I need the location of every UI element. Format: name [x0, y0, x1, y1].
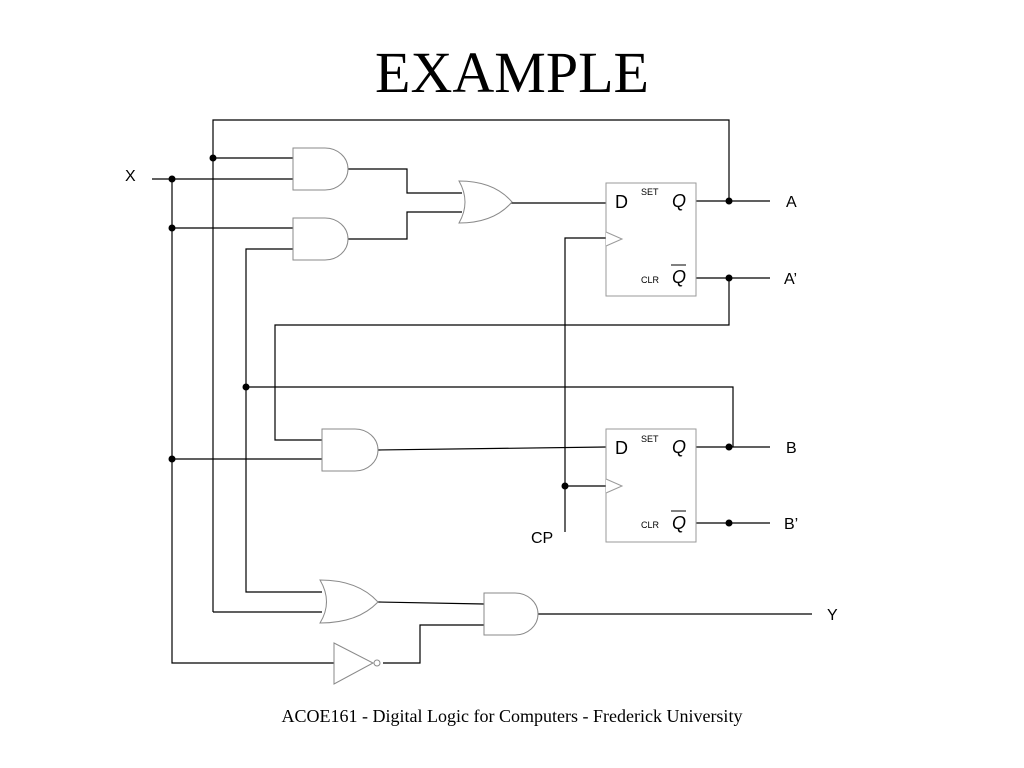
circuit-diagram: D SET Q CLR Q D SET Q CLR Q X A A’ B B’ … — [125, 119, 838, 685]
ff-a-q-label: Q — [672, 191, 686, 211]
output-a-not-label: A’ — [784, 271, 797, 288]
ff-b-q-label: Q — [672, 437, 686, 457]
and-gate-3 — [321, 428, 379, 472]
or-gate-1 — [458, 180, 513, 224]
ff-a-clr-label: CLR — [641, 275, 660, 285]
input-x-label: X — [125, 168, 136, 185]
output-b-not-label: B’ — [784, 516, 798, 533]
output-a-label: A — [786, 194, 797, 211]
ff-b-clr-label: CLR — [641, 520, 660, 530]
or-gate-2 — [319, 579, 379, 624]
junction-dots — [168, 154, 733, 527]
and-gate-1 — [292, 147, 349, 191]
slide-title: EXAMPLE — [375, 40, 649, 105]
flipflop-b: D SET Q CLR Q — [605, 428, 697, 543]
slide-footer: ACOE161 - Digital Logic for Computers - … — [281, 706, 743, 726]
ff-a-set-label: SET — [641, 187, 659, 197]
ff-a-qbar-label: Q — [672, 267, 686, 287]
output-b-label: B — [786, 440, 797, 457]
ff-b-d-label: D — [615, 438, 628, 458]
clock-label: CP — [531, 530, 553, 547]
ff-a-d-label: D — [615, 192, 628, 212]
and-gate-4 — [483, 592, 539, 636]
wires — [152, 119, 812, 664]
not-gate-bubble — [373, 659, 381, 667]
ff-b-qbar-label: Q — [672, 513, 686, 533]
output-y-label: Y — [827, 607, 838, 624]
ff-b-set-label: SET — [641, 434, 659, 444]
flipflop-a: D SET Q CLR Q — [605, 182, 697, 297]
and-gate-2 — [292, 217, 349, 261]
not-gate — [333, 642, 375, 685]
